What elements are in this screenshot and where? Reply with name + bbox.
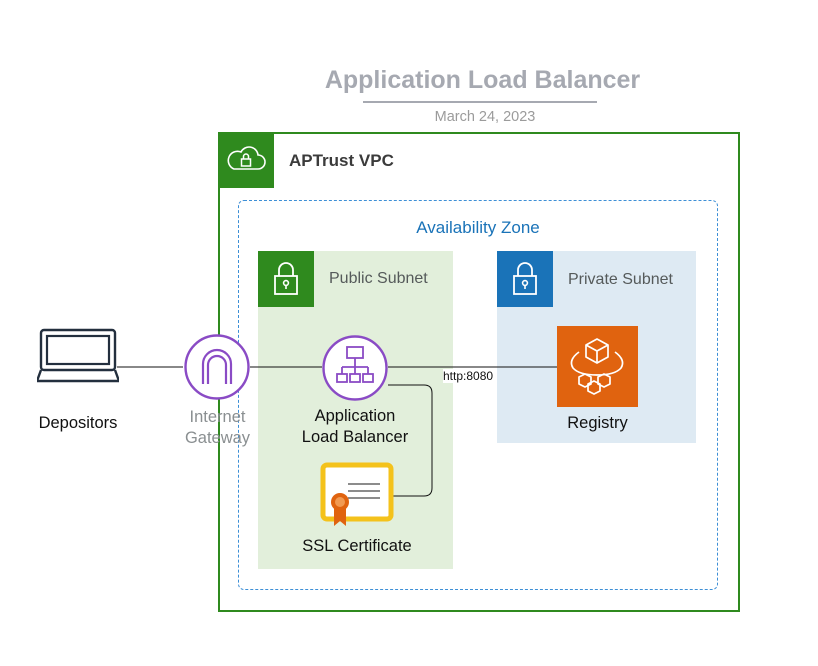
public-subnet-label: Public Subnet	[329, 270, 428, 287]
gateway-label-line1: Internet	[189, 408, 246, 426]
registry-label: Registry	[567, 414, 628, 432]
private-subnet-lock-icon	[497, 251, 553, 307]
availability-zone-label: Availability Zone	[416, 218, 540, 237]
private-subnet-label: Private Subnet	[568, 271, 673, 288]
depositors-label: Depositors	[38, 414, 118, 432]
diagram-date: March 24, 2023	[434, 109, 536, 125]
edge-label-http: http:8080	[443, 369, 494, 383]
availability-zone-group	[238, 200, 718, 590]
internet-gateway-icon	[183, 333, 251, 401]
registry-container-icon	[557, 326, 638, 407]
edge-alb-ssl	[388, 384, 433, 497]
ssl-label: SSL Certificate	[302, 537, 412, 555]
load-balancer-icon	[321, 334, 389, 402]
diagram-title: Application Load Balancer	[324, 66, 641, 94]
gateway-label-line2: Gateway	[184, 429, 251, 447]
public-subnet-lock-icon	[258, 251, 314, 307]
title-underline	[363, 101, 597, 103]
alb-label-line2: Load Balancer	[301, 428, 409, 446]
desktop-computer-icon	[35, 328, 121, 384]
alb-label-line1: Application	[314, 407, 396, 425]
vpc-label: APTrust VPC	[289, 151, 394, 170]
certificate-icon	[320, 462, 394, 528]
vpc-cloud-lock-icon	[218, 132, 274, 188]
